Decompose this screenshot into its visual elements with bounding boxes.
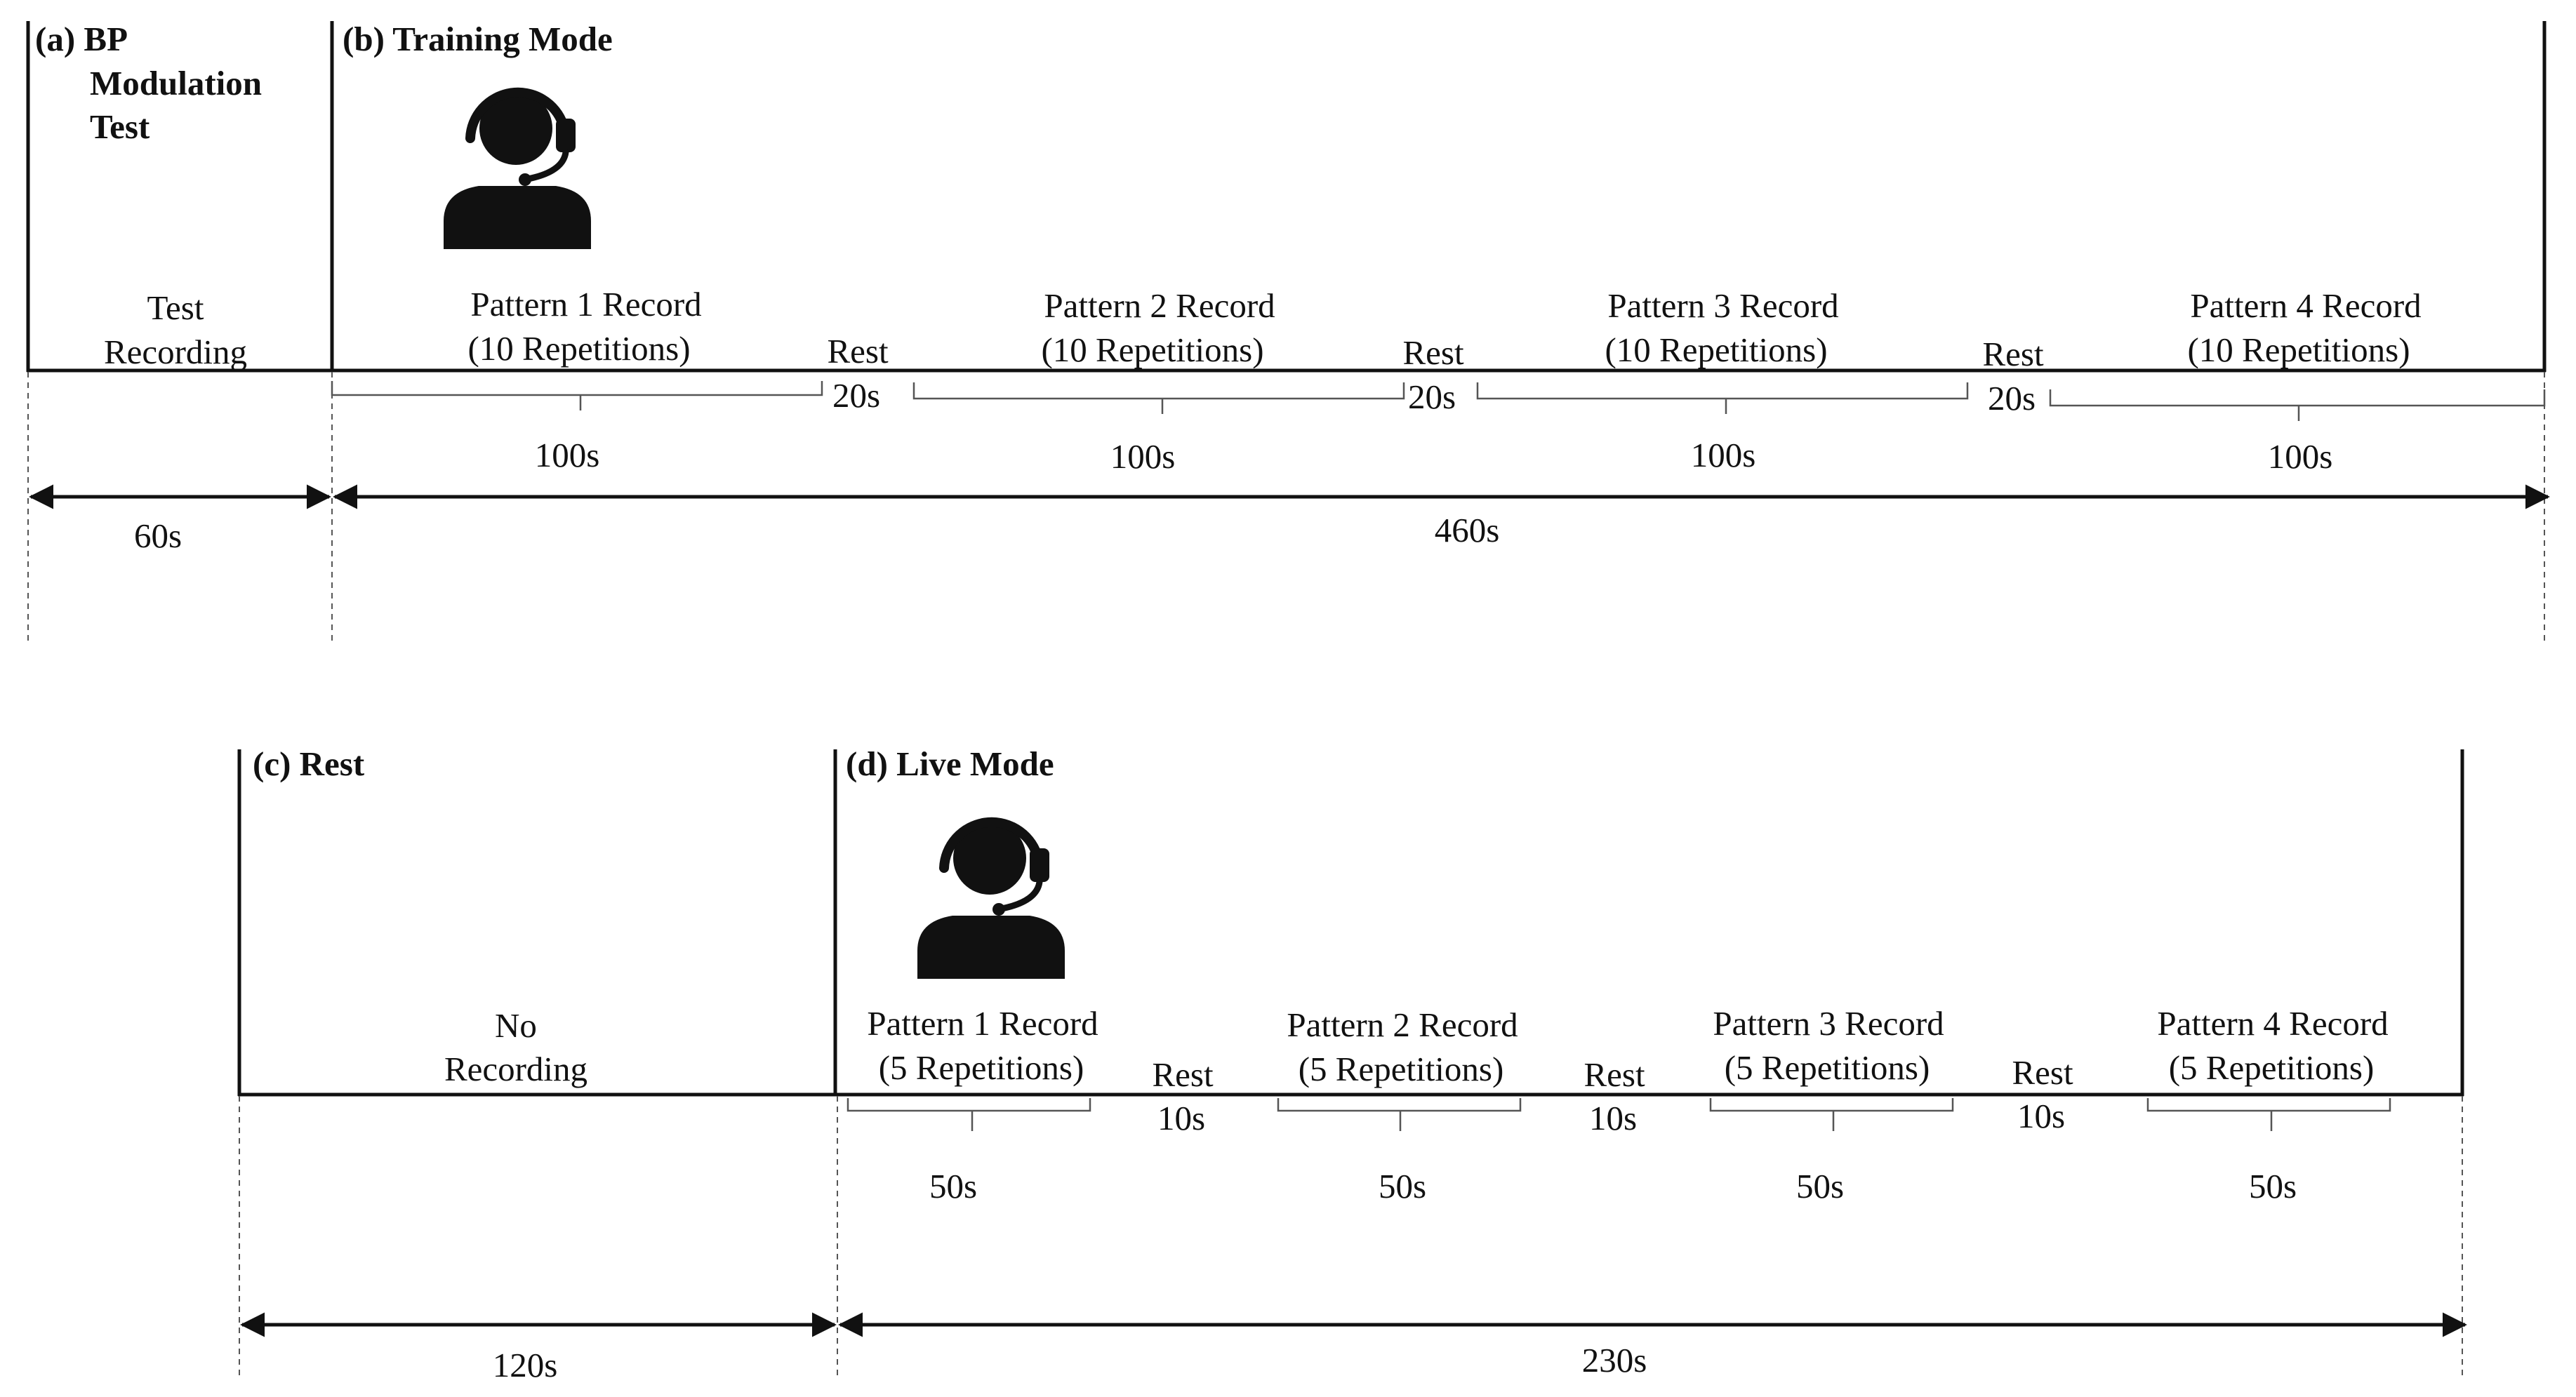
panel-d-duration: 230s (1582, 1341, 1647, 1379)
training-rest-2-duration: 20s (1408, 377, 1456, 416)
live-pattern-2-reps: (5 Repetitions) (1299, 1050, 1504, 1088)
panel-c-heading: (c) Rest (253, 744, 365, 783)
training-pattern-1-title: Pattern 1 Record (470, 285, 701, 323)
live-rest-3-label: Rest (2012, 1053, 2073, 1092)
training-pattern-3-title: Pattern 3 Record (1607, 286, 1838, 325)
live-pattern-3-duration: 50s (1796, 1167, 1844, 1205)
training-pattern-3-reps: (10 Repetitions) (1605, 330, 1827, 369)
training-pattern-2-title: Pattern 2 Record (1044, 286, 1275, 325)
training-pattern-4-duration: 100s (2268, 437, 2333, 476)
panel-c-label-line-2: Recording (444, 1050, 587, 1088)
training-pattern-2-reps: (10 Repetitions) (1041, 330, 1263, 369)
panel-b-duration: 460s (1435, 511, 1500, 549)
training-pattern-1-duration: 100s (535, 436, 600, 474)
training-rest-3-duration: 20s (1988, 379, 2036, 417)
training-pattern-2-duration: 100s (1110, 437, 1176, 476)
live-brace-3 (1709, 1098, 1954, 1131)
bottom-row: (c) Rest No Recording (d) Live Mode Patt… (237, 744, 2467, 1384)
panel-c-duration: 120s (493, 1346, 558, 1384)
training-brace-4 (2049, 389, 2546, 421)
training-pattern-4-title: Pattern 4 Record (2190, 286, 2421, 325)
training-rest-2-label: Rest (1402, 333, 1464, 372)
training-rest-1-duration: 20s (832, 376, 880, 415)
top-row: (a) BP Modulation Test Test Recording (b… (26, 20, 2550, 646)
panel-a-heading-line-1: (a) BP (35, 20, 128, 58)
panel-c-label-line-1: No (495, 1006, 537, 1045)
training-rest-1-label: Rest (827, 332, 889, 370)
panel-b-heading: (b) Training Mode (343, 20, 613, 58)
live-pattern-3-reps: (5 Repetitions) (1725, 1048, 1930, 1087)
live-pattern-4-title: Pattern 4 Record (2157, 1004, 2388, 1043)
panel-a-heading-line-2: Modulation (90, 64, 262, 102)
live-rest-2-label: Rest (1584, 1055, 1645, 1094)
training-pattern-3-duration: 100s (1691, 436, 1756, 474)
live-pattern-4-duration: 50s (2249, 1167, 2297, 1205)
panel-a-label-line-2: Recording (104, 333, 247, 371)
live-pattern-2-title: Pattern 2 Record (1287, 1005, 1518, 1044)
live-rest-1-duration: 10s (1157, 1099, 1205, 1137)
panel-d-heading: (d) Live Mode (846, 744, 1054, 783)
live-pattern-2-duration: 50s (1379, 1167, 1426, 1205)
training-brace-1 (331, 381, 823, 410)
support-agent-headset-icon (917, 822, 1065, 979)
live-brace-1 (847, 1098, 1091, 1131)
live-pattern-4-reps: (5 Repetitions) (2169, 1048, 2375, 1087)
training-brace-2 (912, 382, 1405, 414)
live-pattern-1-reps: (5 Repetitions) (879, 1048, 1084, 1087)
training-pattern-1-reps: (10 Repetitions) (467, 329, 690, 368)
live-brace-2 (1277, 1098, 1522, 1131)
training-pattern-4-reps: (10 Repetitions) (2187, 330, 2410, 369)
live-pattern-3-title: Pattern 3 Record (1713, 1004, 1944, 1043)
support-agent-headset-icon (444, 92, 591, 249)
live-rest-1-label: Rest (1152, 1055, 1214, 1094)
panel-a-label-line-1: Test (147, 288, 204, 327)
live-rest-3-duration: 10s (2017, 1097, 2065, 1135)
live-pattern-1-duration: 50s (929, 1167, 977, 1205)
training-rest-3-label: Rest (1982, 335, 2044, 373)
panel-a-heading-line-3: Test (90, 107, 150, 146)
live-brace-4 (2146, 1098, 2391, 1131)
training-brace-3 (1476, 382, 1969, 414)
live-rest-2-duration: 10s (1589, 1099, 1637, 1137)
live-pattern-1-title: Pattern 1 Record (867, 1004, 1098, 1043)
panel-a-duration: 60s (134, 516, 182, 555)
